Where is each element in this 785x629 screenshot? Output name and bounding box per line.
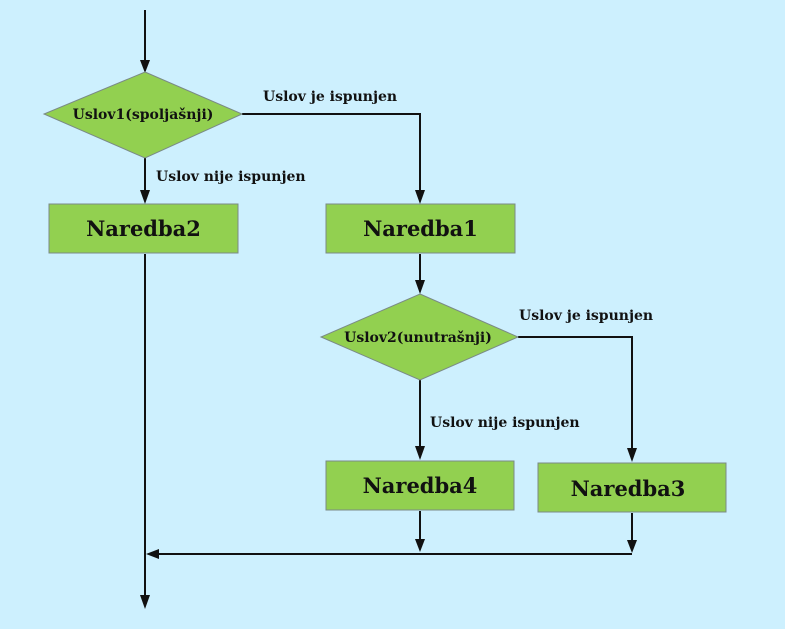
arrowhead-exit bbox=[140, 595, 150, 609]
arrowhead-naredba1-to-inner bbox=[415, 280, 425, 294]
statement-naredba1: Naredba1 bbox=[325, 203, 516, 254]
statement-naredba2-box bbox=[48, 203, 239, 254]
statement-naredba2-label: Naredba2 bbox=[86, 216, 201, 241]
arrowhead-inner-true bbox=[627, 448, 637, 462]
arrowhead-outer-true bbox=[415, 190, 425, 204]
arrowhead-entry bbox=[140, 60, 150, 73]
statement-naredba4-label: Naredba4 bbox=[363, 473, 478, 498]
statement-naredba3: Naredba3 bbox=[537, 462, 727, 513]
condition-outer: Uslov1(spoljašnji) bbox=[42, 71, 244, 159]
statement-naredba4-box bbox=[325, 460, 515, 511]
arrowhead-inner-false bbox=[415, 446, 425, 460]
outer-true-line bbox=[242, 113, 421, 196]
arrowhead-naredba4-merge bbox=[415, 539, 425, 552]
edge-label-inner-false: Uslov nije ispunjen bbox=[430, 415, 580, 431]
edge-label-inner-true: Uslov je ispunjen bbox=[519, 308, 653, 324]
condition-inner: Uslov2(unutrašnji) bbox=[319, 293, 520, 381]
statement-naredba4: Naredba4 bbox=[325, 460, 515, 511]
arrowhead-merge-left bbox=[146, 549, 159, 559]
statement-naredba3-label: Naredba3 bbox=[571, 476, 686, 501]
connectors bbox=[144, 10, 633, 598]
statement-naredba2: Naredba2 bbox=[48, 203, 239, 254]
condition-inner-shape bbox=[319, 293, 520, 381]
arrowhead-naredba3-merge bbox=[627, 540, 637, 553]
edge-label-outer-true: Uslov je ispunjen bbox=[263, 89, 397, 105]
statement-naredba1-label: Naredba1 bbox=[363, 216, 478, 241]
statement-naredba1-box bbox=[325, 203, 516, 254]
statement-naredba3-box bbox=[537, 462, 727, 513]
condition-outer-shape bbox=[42, 71, 244, 159]
condition-inner-label: Uslov2(unutrašnji) bbox=[344, 330, 492, 346]
arrowhead-outer-false bbox=[140, 190, 150, 204]
edge-labels: Uslov je ispunjen Uslov nije ispunjen Us… bbox=[156, 89, 653, 431]
arrowheads bbox=[140, 60, 637, 609]
inner-true-line bbox=[518, 336, 633, 454]
condition-outer-label: Uslov1(spoljašnji) bbox=[73, 107, 214, 123]
edge-label-outer-false: Uslov nije ispunjen bbox=[156, 169, 306, 185]
